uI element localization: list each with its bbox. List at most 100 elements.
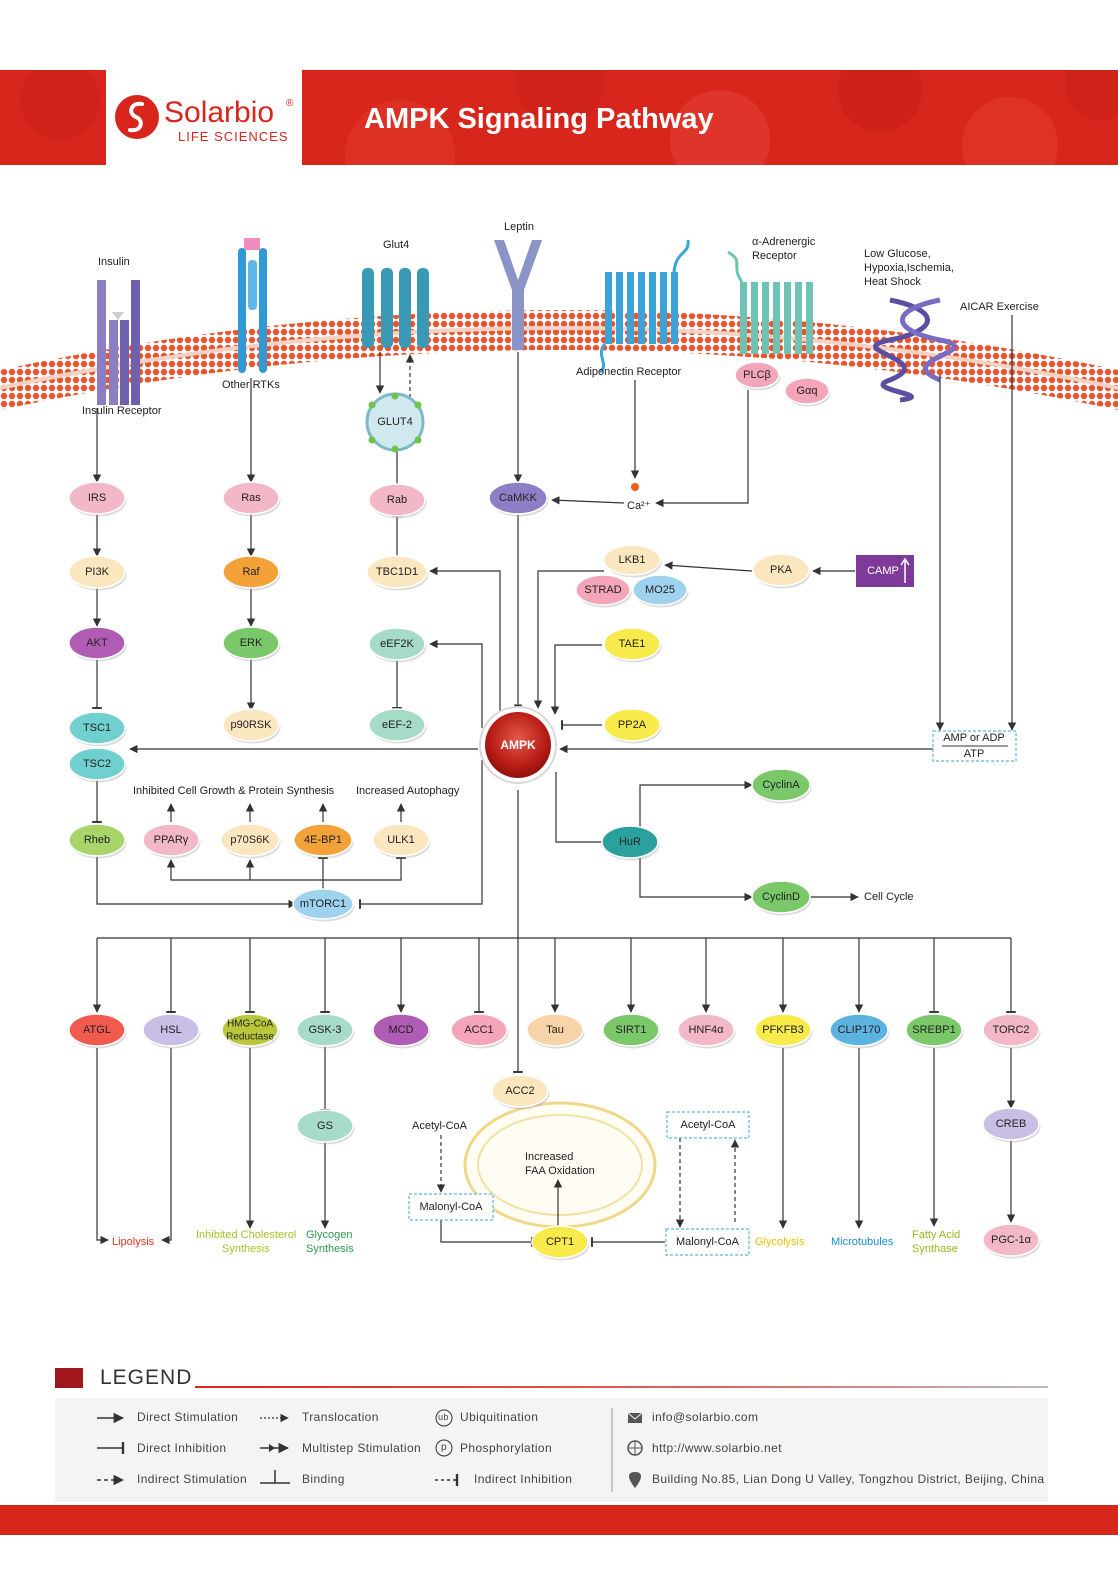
p-symbol-text: p [441,1442,447,1453]
legend-title: LEGEND [100,1366,193,1389]
edge-ca-camkk [551,496,625,505]
cholesterol-label-line2: Synthesis [222,1243,270,1255]
atgl-node[interactable]: ATGL [68,1013,127,1049]
torc2-node[interactable]: TORC2 [982,1013,1041,1049]
gaq-node[interactable]: Gαq [784,377,831,407]
hnf4-node[interactable]: HNF4α [677,1013,736,1049]
ppar-node-shape [142,823,200,857]
tsc2-node[interactable]: TSC2 [68,747,127,783]
glut4-transporter-icon [362,268,429,348]
sirt1-node[interactable]: SIRT1 [602,1013,661,1049]
pp2a-node[interactable]: PP2A [603,708,662,744]
plcb-node[interactable]: PLCβ [734,361,781,391]
acetyl-coa-right[interactable]: Acetyl-CoA [666,1111,750,1139]
creb-node[interactable]: CREB [982,1107,1041,1143]
mtorc1-node[interactable]: mTORC1 [292,888,355,922]
mo25-node-label: MO25 [645,584,675,596]
tsc1-node-shape [68,711,126,745]
leptin-label: Leptin [504,221,534,233]
adiponectin-receptor-icon [598,239,690,374]
ebp1-node[interactable]: 4E-BP1 [293,823,354,859]
acc2-node-shape [491,1074,549,1108]
edge-plc-ca [655,390,749,508]
lkb1-node[interactable]: LKB1 [603,544,662,578]
malonyl-coa-left[interactable]: Malonyl-CoA [408,1193,494,1221]
pgc-node[interactable]: PGC-1α [982,1223,1041,1259]
gs-node[interactable]: GS [296,1109,355,1145]
cyclina-node[interactable]: CyclinA [751,768,812,804]
mcd-node[interactable]: MCD [372,1013,431,1049]
clip170-node[interactable]: CLIP170 [829,1013,890,1049]
rheb-node[interactable]: Rheb [68,823,127,859]
ras-node[interactable]: Ras [222,481,281,517]
rab-node-label: Rab [387,494,407,506]
edge-mtorc1-ulk1 [323,857,406,881]
edge-ampk-eef2k [429,639,483,728]
pi3k-node[interactable]: PI3K [68,555,127,591]
erk-node[interactable]: ERK [222,626,281,662]
p90rsk-node[interactable]: p90RSK [222,708,281,744]
camp-node[interactable]: CAMP [856,555,914,587]
mo25-node[interactable]: MO25 [632,574,689,608]
pfkfb3-node[interactable]: PFKFB3 [754,1013,813,1049]
pi3k-node-label: PI3K [85,566,110,578]
acetyl-coa-left: Acetyl-CoA [412,1120,468,1132]
hur-node[interactable]: HuR [601,825,660,861]
adiponectin-receptor-label: Adiponectin Receptor [576,366,682,378]
acc2-node[interactable]: ACC2 [491,1074,550,1110]
tbc1d1-node[interactable]: TBC1D1 [366,555,429,591]
hsl-node-label: HSL [160,1024,181,1036]
tsc1-node[interactable]: TSC1 [68,711,127,747]
strad-node[interactable]: STRAD [575,574,632,608]
header-background [20,70,1118,165]
atgl-node-label: ATGL [83,1024,111,1036]
rab-node[interactable]: Rab [368,483,427,519]
cyclind-node[interactable]: CyclinD [751,880,812,916]
legend-symbols [97,1408,643,1492]
ulk1-node-shape [372,823,430,857]
website-link[interactable]: http://www.solarbio.net [652,1441,782,1455]
legend-panel: LEGEND Direct Stimulation Direct Inhibit… [55,1360,1048,1502]
glut4-dot-0 [368,401,376,409]
ppar-node[interactable]: PPARγ [142,823,201,859]
cpt1-node[interactable]: CPT1 [531,1225,590,1261]
strad-node-shape [575,574,631,606]
irs-node[interactable]: IRS [68,481,127,517]
ulk1-node[interactable]: ULK1 [372,823,431,859]
mtorc1-node-label: mTORC1 [300,898,346,910]
sirt1-node-shape [602,1013,660,1047]
calcium-node[interactable]: Ca²⁺ [627,483,651,512]
acc1-node[interactable]: ACC1 [450,1013,509,1049]
p70s6k-node[interactable]: p70S6K [220,823,281,859]
pka-node[interactable]: PKA [752,553,811,589]
glut4-vesicle[interactable]: GLUT4 [365,392,425,453]
faa-label-line2: FAA Oxidation [525,1165,595,1177]
camkk-node[interactable]: CaMKK [488,481,549,517]
tau-node[interactable]: Tau [526,1013,585,1049]
raf-node[interactable]: Raf [222,555,281,591]
akt-node[interactable]: AKT [68,626,127,662]
hnf4-node-label: HNF4α [688,1024,724,1036]
eef2-node[interactable]: eEF-2 [368,708,427,744]
malonyl-coa-left-shape [408,1193,494,1221]
legend-multistep: Multistep Stimulation [302,1441,422,1455]
hsl-node[interactable]: HSL [142,1013,201,1049]
tbc1d1-node-shape [366,555,428,589]
edge-malonyl-cpt1-left [440,1218,533,1247]
eef2k-node[interactable]: eEF2K [368,627,427,663]
gsk3-node[interactable]: GSK-3 [296,1013,355,1049]
tsc2-node-label: TSC2 [83,758,111,770]
edge-lkb1-ampk [533,570,604,709]
srebp1-node[interactable]: SREBP1 [905,1013,964,1049]
email-link[interactable]: info@solarbio.com [652,1410,759,1424]
ampk-node[interactable]: AMPK [479,706,557,784]
tae1-node-shape [603,627,661,661]
cell-membrane [0,310,1118,410]
microtubules-label: Microtubules [831,1236,894,1248]
malonyl-coa-right[interactable]: Malonyl-CoA [665,1228,750,1256]
tae1-node[interactable]: TAE1 [603,627,662,663]
atp-label: ATP [964,748,985,760]
